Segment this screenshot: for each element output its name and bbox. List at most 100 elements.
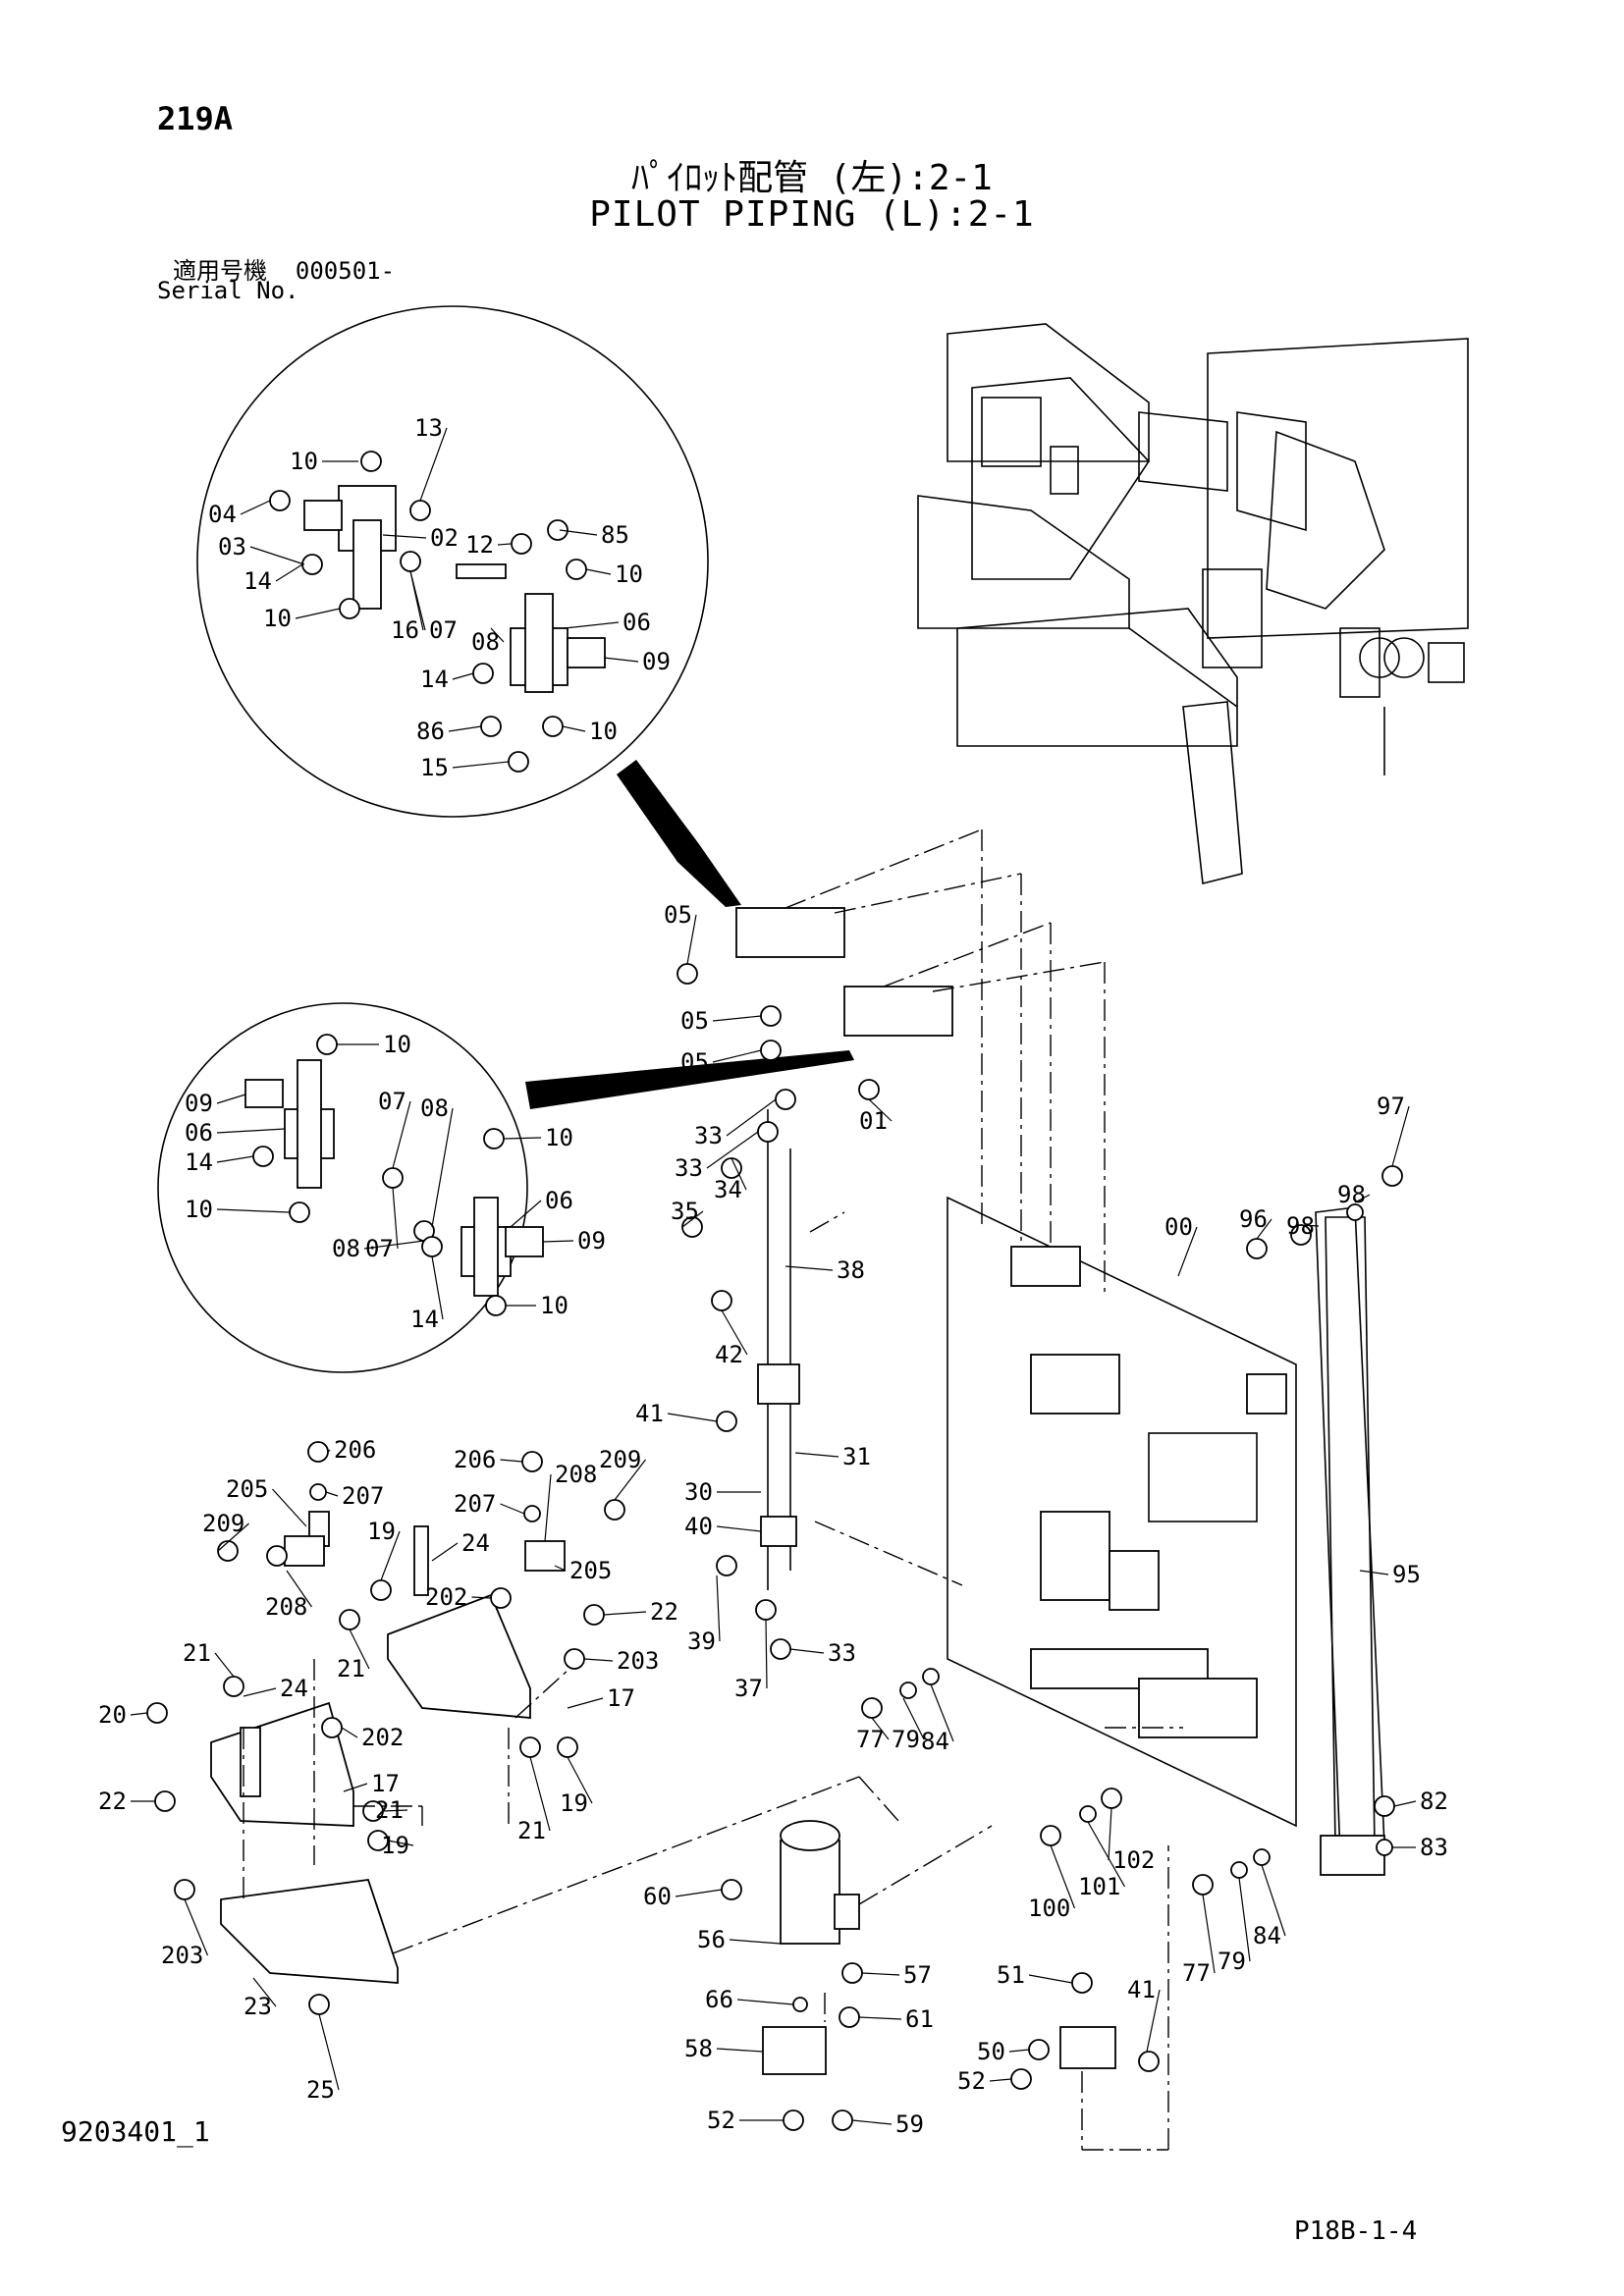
title-english: PILOT PIPING (L):2-1 xyxy=(589,194,1035,235)
leader-line xyxy=(902,1697,925,1740)
leader-line xyxy=(1238,1877,1251,1962)
leader-line xyxy=(184,1898,209,1956)
leader-line xyxy=(564,621,620,629)
part-callout-left_blocks-2: 207 xyxy=(342,1482,384,1510)
part-callout-left_blocks-20: 202 xyxy=(361,1724,404,1751)
part-callout-plate_frame-11: 102 xyxy=(1112,1846,1155,1874)
leader-line xyxy=(1261,1864,1286,1937)
part-callout-left_blocks-10: 24 xyxy=(461,1529,490,1557)
part-callout-left_blocks-3: 209 xyxy=(202,1510,244,1537)
valve-blocks xyxy=(677,828,1106,1296)
serial-applicability: 適用号機 000501- xyxy=(173,251,395,286)
part-callout-accumulator-10: 50 xyxy=(977,2038,1005,2065)
part-callout-plate_frame-4: 97 xyxy=(1377,1093,1405,1120)
part-callout-left_blocks-8: 209 xyxy=(599,1446,641,1473)
leader-line xyxy=(380,1530,401,1581)
part-callout-plate_frame-1: 96 xyxy=(1239,1205,1268,1233)
part-callout-plate_frame-2: 98 xyxy=(1286,1212,1315,1240)
leader-line xyxy=(785,1265,834,1271)
part-callout-lower_detail-3: 07 xyxy=(378,1088,406,1115)
part-callout-pipe_assembly-2: 34 xyxy=(714,1176,742,1203)
leader-line xyxy=(382,1809,408,1812)
leader-line xyxy=(500,1503,525,1515)
leader-line xyxy=(667,1413,718,1422)
part-callout-accumulator-0: 60 xyxy=(643,1883,672,1910)
leader-line xyxy=(216,1128,286,1134)
leader-line xyxy=(1391,1105,1410,1167)
part-callout-lower_detail-11: 09 xyxy=(577,1227,606,1255)
leader-line xyxy=(1028,1974,1073,1984)
part-callout-left_blocks-1: 205 xyxy=(226,1475,268,1503)
part-callout-plate_frame-0: 00 xyxy=(1164,1213,1193,1241)
leader-line xyxy=(603,657,639,663)
part-callout-pipe_assembly-7: 31 xyxy=(842,1443,871,1470)
leader-line xyxy=(706,1131,759,1169)
part-callout-left_blocks-21: 17 xyxy=(371,1770,400,1797)
leader-line xyxy=(275,563,303,582)
machine-overview xyxy=(917,323,1469,884)
part-callout-left_blocks-23: 19 xyxy=(560,1789,588,1817)
part-callout-accumulator-9: 41 xyxy=(1127,1976,1156,2003)
leader-line xyxy=(930,1683,954,1742)
leader-line xyxy=(726,1098,777,1137)
leader-line xyxy=(731,1157,747,1191)
part-callout-upper_detail-14: 09 xyxy=(642,648,671,675)
part-callout-pipe_assembly-1: 33 xyxy=(675,1154,703,1182)
part-callout-lower_detail-4: 08 xyxy=(420,1095,449,1122)
part-callout-accumulator-3: 66 xyxy=(705,1986,733,2013)
leader-line xyxy=(567,1756,593,1804)
leader-line xyxy=(392,1100,411,1169)
part-callout-plate_frame-10: 101 xyxy=(1078,1873,1120,1900)
leader-line xyxy=(544,1473,552,1542)
part-callout-upper_detail-4: 02 xyxy=(430,524,459,552)
part-callout-left_blocks-0: 206 xyxy=(334,1436,376,1464)
leader-line xyxy=(729,1939,782,1945)
part-callout-lower_detail-6: 14 xyxy=(185,1148,213,1176)
leader-line xyxy=(272,1488,307,1527)
leader-line xyxy=(216,1155,254,1163)
part-callout-pipe_assembly-10: 39 xyxy=(687,1628,716,1655)
part-callout-accumulator-4: 61 xyxy=(905,2005,934,2033)
part-callout-upper_detail-8: 07 xyxy=(429,616,458,644)
leader-line xyxy=(1393,1800,1417,1807)
page-code: 219A xyxy=(157,100,234,137)
leader-line xyxy=(419,427,448,502)
part-callout-pipe_assembly-9: 40 xyxy=(684,1513,713,1540)
part-callout-plate_frame-8: 84 xyxy=(921,1728,949,1755)
serial-label-jp: 適用号機 xyxy=(173,257,267,285)
part-callout-pipe_assembly-0: 33 xyxy=(694,1122,723,1149)
part-callout-pipe_assembly-12: 33 xyxy=(828,1639,856,1667)
part-callout-upper_detail-9: 12 xyxy=(465,531,494,559)
leader-line xyxy=(387,1840,414,1846)
left-manifold-blocks xyxy=(146,1441,899,2015)
part-callout-lower_detail-8: 10 xyxy=(185,1196,213,1223)
part-callout-left_blocks-6: 207 xyxy=(454,1490,496,1518)
part-callout-accumulator-6: 52 xyxy=(707,2107,735,2134)
serial-value: 000501- xyxy=(295,257,396,285)
accumulator-assembly xyxy=(721,1820,1169,2151)
lower-detail-view xyxy=(157,1002,854,1373)
part-callout-lower_detail-2: 06 xyxy=(185,1119,213,1147)
part-callout-pipe_assembly-6: 41 xyxy=(635,1400,664,1427)
leader-line xyxy=(1177,1226,1198,1277)
leader-line xyxy=(431,1107,454,1228)
part-callout-lower_detail-10: 07 xyxy=(365,1235,394,1262)
part-callout-upper_detail-10: 85 xyxy=(601,521,629,549)
leader-line xyxy=(716,1575,721,1642)
leader-line xyxy=(712,1015,762,1022)
part-callout-accumulator-2: 57 xyxy=(903,1961,932,1989)
part-callout-valves-3: 01 xyxy=(859,1107,888,1135)
drawing-number: 9203401_1 xyxy=(61,2115,210,2148)
leader-line xyxy=(851,2119,893,2125)
part-callout-valves-1: 05 xyxy=(680,1007,709,1035)
leader-line xyxy=(716,1525,762,1532)
part-callout-upper_detail-2: 04 xyxy=(208,501,237,528)
leader-line xyxy=(214,1652,235,1678)
part-callout-left_blocks-19: 20 xyxy=(98,1701,127,1729)
leader-line xyxy=(500,1459,523,1463)
leader-line xyxy=(1108,1807,1112,1861)
leader-line xyxy=(1146,1989,1161,2053)
part-callout-left_blocks-27: 203 xyxy=(161,1942,203,1969)
part-callout-pipe_assembly-11: 37 xyxy=(734,1675,763,1702)
